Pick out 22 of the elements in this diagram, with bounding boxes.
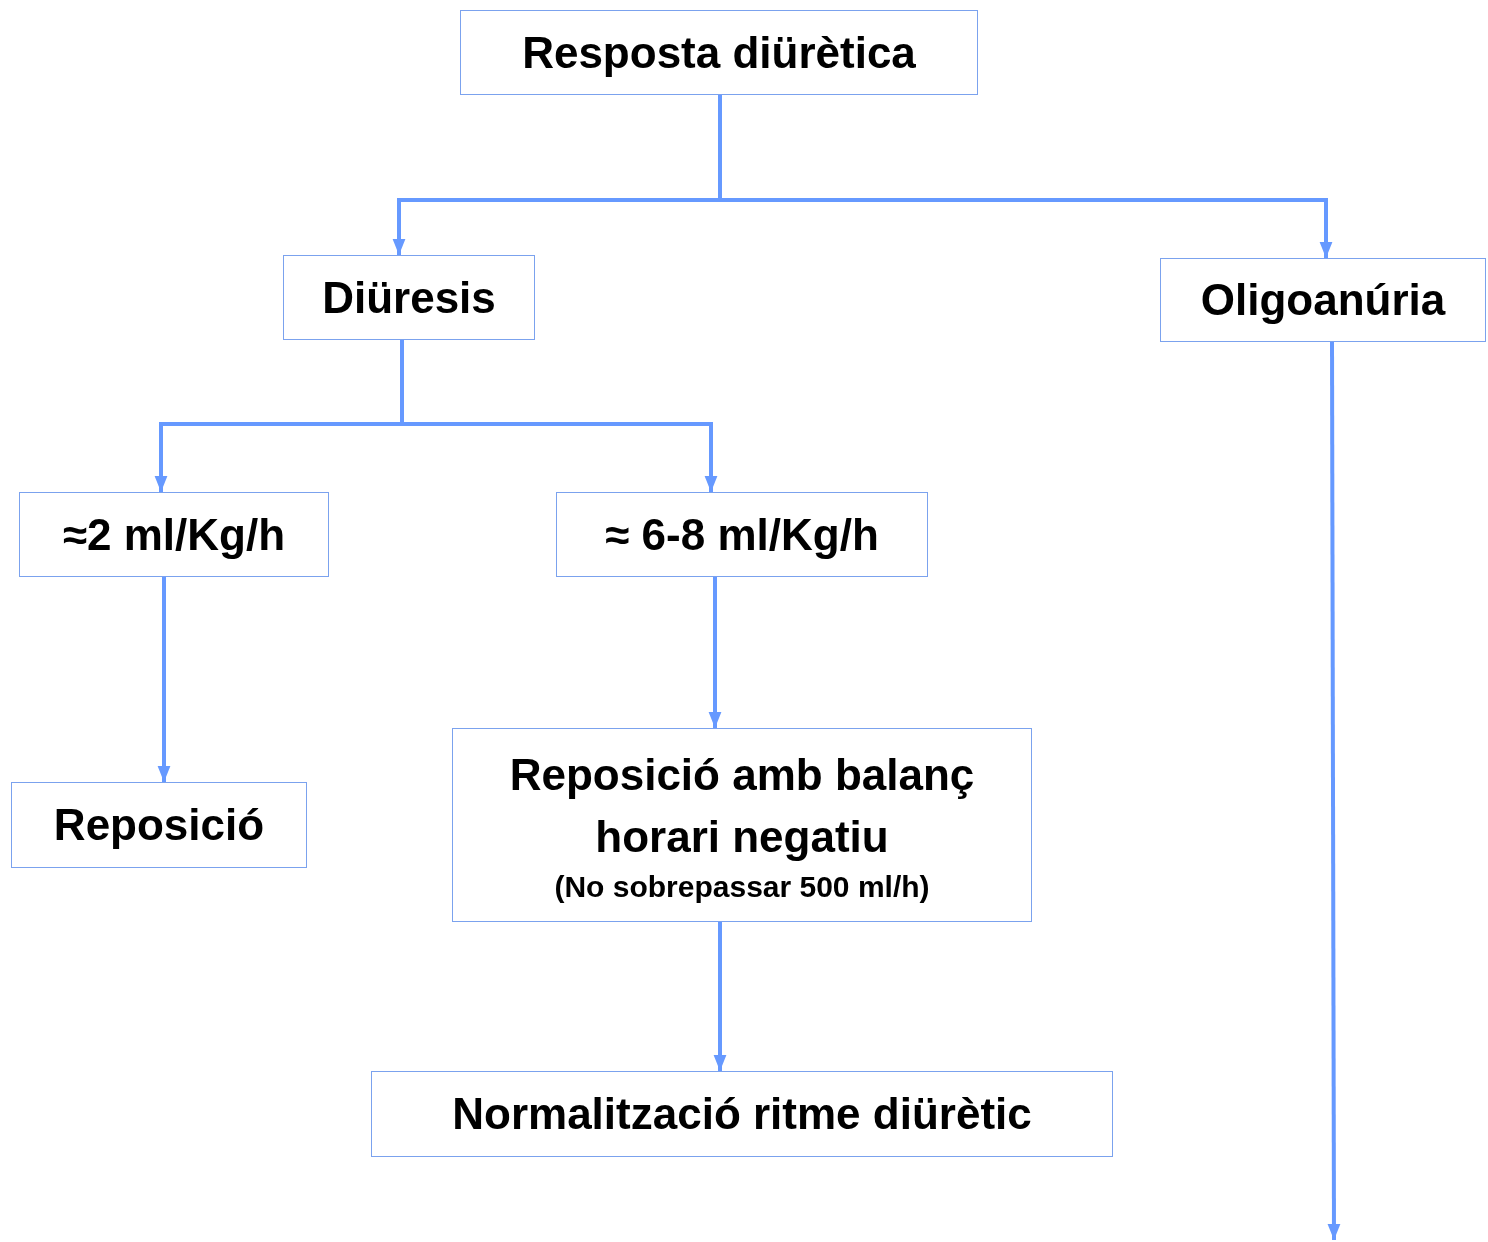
box-label: Normalització ritme diürètic bbox=[452, 1088, 1032, 1141]
process-box bbox=[19, 492, 329, 577]
process-box bbox=[1160, 258, 1486, 342]
process-box bbox=[371, 1071, 1113, 1157]
box-label: Diüresis bbox=[322, 271, 496, 324]
box-label: Oligoanúria bbox=[1200, 274, 1446, 327]
box-note: (No sobrepassar 500 ml/h) bbox=[554, 869, 930, 906]
box-label: Resposta diürètica bbox=[522, 26, 916, 79]
arrow bbox=[708, 577, 722, 728]
arrow bbox=[1327, 342, 1341, 1240]
arrow bbox=[157, 577, 171, 782]
box-label: Reposició amb balanç horari negatiu bbox=[508, 748, 976, 863]
process-box bbox=[460, 10, 978, 95]
process-box bbox=[11, 782, 307, 868]
box-label: Reposició bbox=[53, 799, 265, 852]
process-box bbox=[452, 728, 1032, 922]
process-box bbox=[556, 492, 928, 577]
box-label: ≈ 6-8 ml/Kg/h bbox=[605, 508, 879, 561]
arrow bbox=[713, 922, 727, 1071]
box-label: ≈2 ml/Kg/h bbox=[62, 508, 286, 561]
process-box bbox=[283, 255, 535, 340]
arrow bbox=[400, 340, 718, 492]
